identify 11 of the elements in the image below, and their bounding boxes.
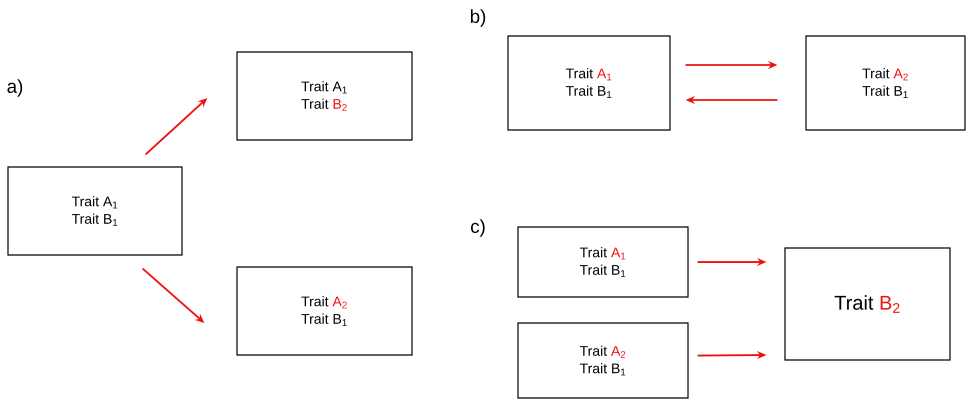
- trait-box: Trait A$_{2}$ Trait B$_{1}$: [236, 266, 413, 356]
- panel-label: b): [470, 9, 486, 27]
- trait-box: Trait A$_{1}$ Trait B$_{1}$: [517, 226, 689, 298]
- trait-box: Trait B$_{2}$: [784, 247, 951, 361]
- trait-box: Trait A$_{2}$ Trait B$_{1}$: [517, 322, 689, 399]
- panel-label: a): [8, 79, 22, 97]
- trait-box: Trait A$_{1}$ Trait B$_{1}$: [7, 166, 183, 256]
- panel-label: c): [471, 219, 485, 237]
- trait-box: Trait A$_{1}$ Trait B$_{1}$: [507, 35, 671, 131]
- trait-box: Trait A$_{1}$ Trait B$_{2}$: [236, 51, 413, 141]
- trait-box: Trait A$_{2}$ Trait B$_{1}$: [805, 35, 966, 131]
